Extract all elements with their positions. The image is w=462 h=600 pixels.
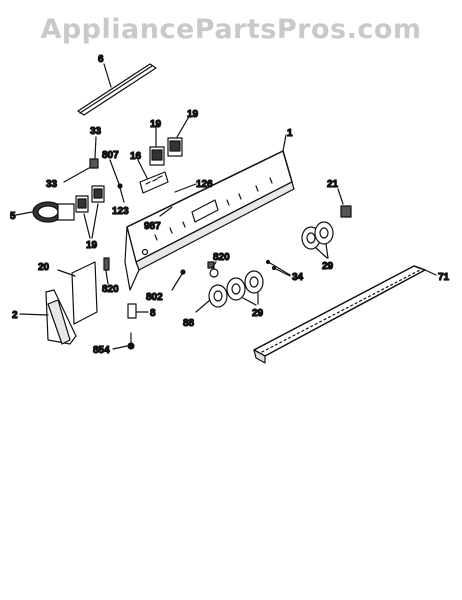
callout-854: 854	[93, 345, 110, 356]
callout-20: 20	[38, 262, 50, 273]
callout-19-a: 19	[150, 119, 162, 130]
part-19-switches-lower	[75, 185, 105, 239]
part-33-indicator	[63, 136, 99, 183]
part-5-selector-switch	[15, 201, 75, 223]
callout-2: 2	[12, 310, 18, 321]
watermark-text: AppliancePartsPros.com	[40, 14, 422, 45]
part-987-126-leaders	[159, 183, 197, 217]
part-19-switches-upper	[149, 114, 191, 166]
part-820-clips	[103, 257, 219, 285]
part-88-knob	[195, 299, 211, 313]
part-854-screw	[112, 332, 135, 350]
callout-8: 8	[150, 308, 156, 319]
callout-33-b: 33	[46, 179, 58, 190]
part-1-control-panel	[124, 134, 295, 291]
callout-820-a: 820	[102, 284, 119, 295]
callout-5: 5	[10, 211, 16, 222]
callout-34: 34	[292, 272, 304, 283]
part-21-clip	[337, 188, 352, 218]
part-29-knobs-lower	[208, 270, 264, 308]
callout-987: 987	[144, 221, 161, 232]
part-2-end-cap	[19, 289, 77, 345]
part-71-lower-trim	[253, 265, 437, 364]
part-16-timer-module	[137, 159, 169, 194]
callout-29-a: 29	[322, 261, 334, 272]
part-20-bracket	[57, 261, 98, 325]
part-807-123-screws	[109, 159, 125, 203]
part-6-trim-rod	[77, 63, 157, 116]
callout-29-b: 29	[252, 308, 264, 319]
callout-802: 802	[146, 292, 163, 303]
part-8-bracket	[127, 303, 149, 319]
part-802-screw	[171, 269, 186, 291]
part-34-screws	[265, 259, 291, 277]
callout-1: 1	[287, 128, 293, 139]
callout-807: 807	[102, 150, 119, 161]
callout-19-b: 19	[187, 109, 199, 120]
callout-6: 6	[98, 54, 104, 65]
callout-71: 71	[438, 272, 450, 283]
callout-21: 21	[327, 179, 339, 190]
callout-820-b: 820	[213, 252, 230, 263]
callout-123: 123	[112, 206, 129, 217]
callout-88: 88	[183, 318, 195, 329]
callout-19-c: 19	[86, 240, 98, 251]
part-29-knobs-upper	[301, 221, 334, 259]
callout-33-a: 33	[90, 126, 102, 137]
callout-16: 16	[130, 151, 142, 162]
callout-126: 126	[196, 179, 213, 190]
